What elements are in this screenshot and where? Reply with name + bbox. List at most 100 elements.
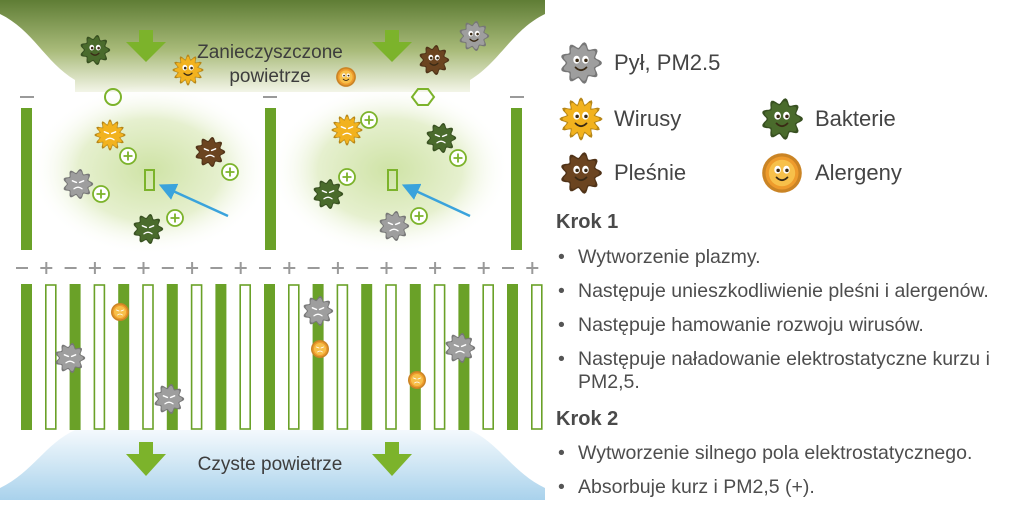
virus-particle-icon	[172, 54, 204, 86]
plus-sign	[186, 262, 199, 274]
collector-plate-positive	[336, 284, 349, 430]
mold-particle-icon	[195, 136, 226, 168]
plus-sign	[40, 262, 53, 274]
minus-sign	[161, 267, 174, 269]
legend-item-bacteria: Bakterie	[757, 94, 896, 144]
legend-item-mold: Pleśnie	[556, 148, 686, 198]
dust-face	[561, 42, 603, 84]
electrode-plates	[21, 108, 522, 250]
legend-label-allergen: Alergeny	[815, 160, 902, 185]
plus-sign	[88, 262, 101, 274]
collector-plate-negative	[215, 284, 227, 430]
minus-sign	[16, 267, 28, 269]
plus-charge-icon	[92, 185, 110, 203]
plus-charge-icon	[360, 111, 378, 129]
plus-charge-icon	[221, 163, 239, 181]
flow-arrow-down-top-left	[126, 30, 166, 62]
allergen-face	[762, 153, 802, 193]
step-1-bullet: Wytworzenie plazmy.	[556, 246, 1019, 269]
virus-particle-icon	[559, 97, 603, 141]
allergen-particle-icon	[408, 371, 426, 389]
bacteria-particle-icon	[426, 122, 457, 154]
allergen-particle-icon	[311, 340, 329, 358]
polluted-air-band	[0, 0, 545, 92]
charge-separator-row	[16, 262, 539, 274]
dust-particle-icon	[303, 295, 334, 327]
plus-sign	[234, 262, 247, 274]
step-2-bullets: Wytworzenie silnego pola elektrostatyczn…	[556, 442, 1019, 510]
step-1-bullets: Wytworzenie plazmy. Następuje unieszkodl…	[556, 246, 1019, 405]
step-2-bullet: Absorbuje kurz i PM2,5 (+).	[556, 476, 1019, 499]
bacteria-particle-icon	[762, 98, 804, 140]
mold-particle-icon	[419, 44, 450, 76]
collector-plate-positive	[530, 284, 543, 430]
collector-plate-positive	[44, 284, 57, 430]
dust-particle-icon	[445, 332, 476, 364]
plus-charge-icon	[338, 168, 356, 186]
polluted-air-label-line1: Zanieczyszczone	[197, 42, 343, 63]
collector-plate-negative	[21, 284, 32, 430]
clean-air-band	[0, 430, 545, 500]
collector-plate-positive	[93, 284, 106, 430]
electrode-minus-marks	[20, 96, 524, 98]
allergen-particle-icon	[336, 67, 356, 87]
step-1-bullet: Następuje unieszkodliwienie pleśni i ale…	[556, 280, 1019, 303]
allergen-particle-icon	[762, 153, 802, 193]
legend-label-bacteria: Bakterie	[815, 106, 896, 131]
legend-item-dust: Pył, PM2.5	[556, 38, 720, 88]
dust-particle-icon	[561, 42, 603, 84]
mold-face	[561, 152, 603, 194]
emitter-marks	[104, 88, 436, 106]
plus-charge-icon	[449, 149, 467, 167]
ion-pointer-arrow-right	[401, 183, 471, 218]
plus-sign	[429, 262, 442, 274]
minus-sign	[113, 267, 126, 269]
virus-particle-icon	[331, 114, 363, 146]
collector-plate-positive	[239, 284, 251, 430]
collector-plate-negative	[264, 284, 275, 430]
plus-sign	[137, 262, 150, 274]
collector-plate-negative	[118, 284, 130, 430]
minus-sign	[307, 267, 320, 269]
plus-charge-icon	[166, 209, 184, 227]
legend-label-virus: Wirusy	[614, 106, 682, 131]
collector-plate-positive	[287, 284, 300, 430]
step-2-bullet: Wytworzenie silnego pola elektrostatyczn…	[556, 442, 1019, 465]
dust-particle-icon	[63, 168, 94, 200]
collector-plate-negative	[166, 284, 178, 430]
minus-sign	[64, 267, 77, 269]
step-1-bullet: Następuje hamowanie rozwoju wirusów.	[556, 314, 1019, 337]
plus-charge-icon	[119, 147, 137, 165]
collector-plate-positive	[385, 284, 397, 430]
collector-plate-positive	[190, 284, 203, 430]
minus-sign	[502, 267, 514, 269]
legend-item-allergen: Alergeny	[757, 148, 902, 198]
collector-plate-positive	[433, 284, 446, 430]
virus-particle-icon	[94, 119, 126, 151]
step-2-title: Krok 2	[556, 408, 619, 430]
dust-particle-icon	[379, 210, 410, 242]
bacteria-particle-icon	[313, 178, 344, 210]
plus-sign	[526, 262, 539, 274]
particles-layer	[55, 20, 490, 415]
mold-particle-icon	[561, 152, 603, 194]
flow-arrow-down-bottom-right	[372, 442, 412, 476]
virus-face	[559, 97, 603, 141]
plus-sign	[331, 262, 344, 274]
flow-arrow-down-bottom-left	[126, 442, 166, 476]
step-1-title: Krok 1	[556, 211, 619, 233]
minus-sign	[453, 267, 466, 269]
collector-plate-negative	[361, 284, 373, 430]
legend-label-dust: Pył, PM2.5	[614, 50, 721, 75]
collector-plate-positive	[142, 284, 154, 430]
bacteria-particle-icon	[80, 34, 111, 66]
plus-sign	[283, 262, 296, 274]
emitter-pins	[144, 169, 398, 191]
minus-sign	[356, 267, 369, 269]
ion-pointer-arrow-left	[158, 183, 229, 218]
plus-charge-icon	[410, 207, 428, 225]
plus-sign	[380, 262, 393, 274]
dust-particle-icon	[459, 20, 490, 52]
bacteria-face	[762, 98, 804, 140]
collector-plate-negative	[409, 284, 421, 430]
